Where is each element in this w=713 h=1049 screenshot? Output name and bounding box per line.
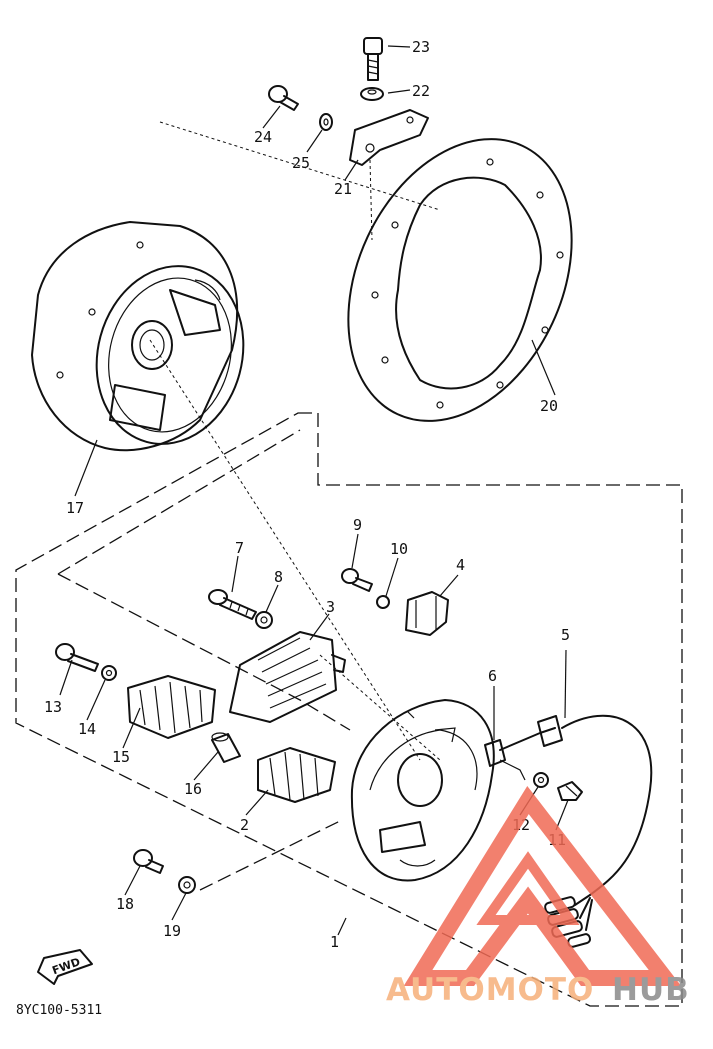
label-9: 9 <box>353 516 362 534</box>
flywheel-rotor <box>31 221 245 452</box>
alignment-line-center <box>149 339 421 761</box>
watermark-triangle <box>403 785 682 986</box>
label-19: 19 <box>163 922 181 940</box>
fwd-arrow-tag: FWD <box>37 949 93 985</box>
label-20: 20 <box>540 397 558 415</box>
label-10: 10 <box>390 540 408 558</box>
label-1: 1 <box>330 933 339 951</box>
screw-18 <box>133 849 164 874</box>
watermark-brand-part2: HUB <box>612 972 690 1008</box>
label-23: 23 <box>412 38 430 56</box>
stator-base-plate <box>350 699 495 882</box>
collar <box>211 732 241 763</box>
washer-12 <box>533 772 549 788</box>
guide-line-19 <box>199 819 343 891</box>
label-13: 13 <box>44 698 62 716</box>
label-4: 4 <box>456 556 465 574</box>
bolt-13 <box>55 643 99 672</box>
label-22: 22 <box>412 82 430 100</box>
label-8: 8 <box>274 568 283 586</box>
washer-19 <box>178 876 196 894</box>
screw-11 <box>557 781 583 801</box>
bracket <box>349 109 429 166</box>
washer-10 <box>376 595 390 609</box>
label-15: 15 <box>112 748 130 766</box>
washer-14 <box>101 665 117 681</box>
label-5: 5 <box>561 626 570 644</box>
leader-lines <box>59 45 569 936</box>
label-24: 24 <box>254 128 272 146</box>
label-14: 14 <box>78 720 96 738</box>
screw-9 <box>341 568 373 592</box>
lighting-coil <box>127 675 216 739</box>
watermark-triangle-inner <box>476 851 580 925</box>
charging-coil <box>229 631 346 723</box>
watermark-logo: AUTOMOTO HUB <box>386 785 690 1008</box>
lead-clamp <box>484 739 526 781</box>
label-3: 3 <box>326 598 335 616</box>
label-18: 18 <box>116 895 134 913</box>
washer-8 <box>255 611 273 629</box>
diagram-reference-code: 8YC100-5311 <box>16 1003 103 1018</box>
watermark-brand-part1: AUTOMOTO <box>386 972 594 1008</box>
inner-guide-line <box>57 429 301 575</box>
pickup-coil <box>405 591 449 636</box>
rotor-plate-ring <box>347 138 573 422</box>
assembly-boundary <box>15 412 683 1007</box>
source-coil <box>257 747 336 803</box>
bolt-7 <box>208 589 257 620</box>
label-25: 25 <box>292 154 310 172</box>
label-17: 17 <box>66 499 84 517</box>
label-21: 21 <box>334 180 352 198</box>
label-16: 16 <box>184 780 202 798</box>
alignment-line-top <box>159 121 441 211</box>
guide-line-lower <box>57 573 351 731</box>
label-2: 2 <box>240 816 249 834</box>
bolt-top <box>363 37 383 81</box>
nut <box>360 87 384 101</box>
washer-upper <box>319 113 333 131</box>
alignment-line-screws <box>319 654 441 761</box>
screw-upper <box>268 85 299 111</box>
label-7: 7 <box>235 539 244 557</box>
label-6: 6 <box>488 667 497 685</box>
